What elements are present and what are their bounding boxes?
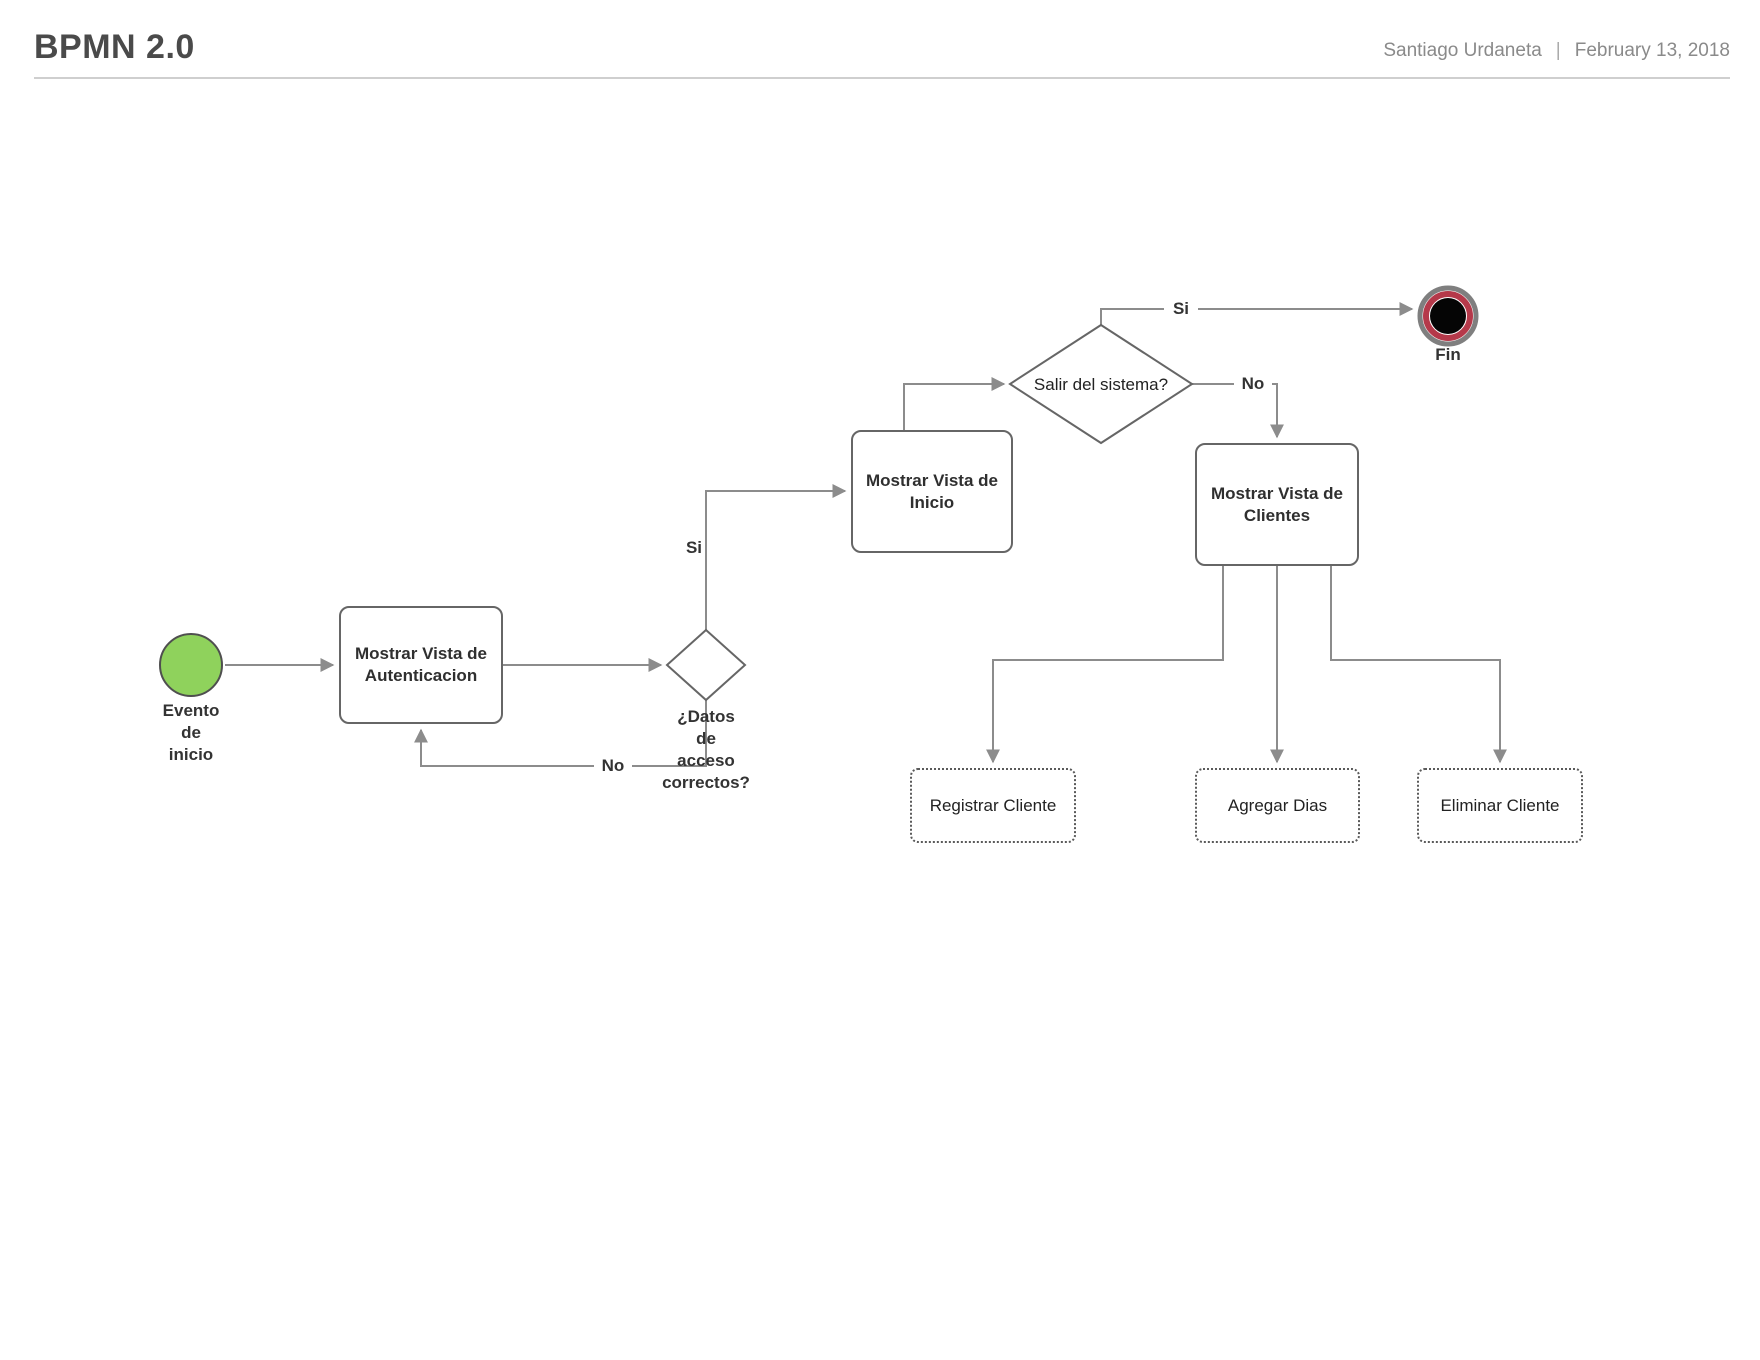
connector-datos-no-to-auth (414, 700, 707, 767)
edge-label-si-datos: Si (685, 538, 702, 557)
task-clientes-label: Mostrar Vista de Clientes (1211, 483, 1343, 525)
edge-label-no-datos: No (594, 755, 632, 777)
connector-clientes-to-eliminar (1330, 566, 1507, 764)
gateway-datos-line2: de (696, 729, 716, 748)
gateway-salir-shape (1008, 323, 1194, 445)
task-mostrar-vista-autenticacion: Mostrar Vista de Autenticacion (339, 606, 503, 724)
edge-label-no-salir: No (1234, 373, 1272, 395)
subtask-registrar-cliente: Registrar Cliente (910, 768, 1076, 843)
subtask-eliminar-label: Eliminar Cliente (1440, 796, 1560, 815)
task-auth-label: Mostrar Vista de Autenticacion (355, 644, 487, 685)
gateway-datos-line1: ¿Datos (677, 707, 735, 726)
subtask-registrar-label: Registrar Cliente (929, 796, 1057, 815)
end-red-ring (1423, 291, 1473, 341)
gateway-salir-label: Salir del sistema? (1033, 375, 1169, 394)
gateway-datos-label: ¿Datos de acceso correctos? (646, 706, 766, 794)
end-event-label: Fin (1435, 345, 1461, 364)
end-event-rings (1417, 285, 1479, 347)
connector-clientes-to-registrar (986, 566, 1224, 764)
end-event (1417, 285, 1479, 347)
start-event (159, 633, 223, 697)
page-title: BPMN 2.0 (34, 28, 195, 66)
subtask-agregar-dias: Agregar Dias (1195, 768, 1360, 843)
connector-inicio-to-gateway-salir (903, 377, 1006, 430)
edge-label-si-salir: Si (1164, 298, 1198, 320)
subtask-eliminar-cliente: Eliminar Cliente (1417, 768, 1583, 843)
start-label-line3: inicio (168, 745, 214, 764)
header-divider (34, 77, 1730, 79)
end-outer-ring (1417, 285, 1479, 347)
header-meta: Santiago Urdaneta | February 13, 2018 (1383, 40, 1730, 62)
author-name: Santiago Urdaneta (1383, 40, 1542, 61)
connector-datos-si-to-inicio (705, 484, 847, 630)
start-event-label: Evento de inicio (146, 700, 236, 766)
subtask-agregar-label: Agregar Dias (1227, 796, 1328, 815)
task-mostrar-vista-inicio: Mostrar Vista de Inicio (851, 430, 1013, 553)
connector-salir-no-to-clientes (1192, 383, 1284, 439)
gateway-datos-line3: acceso (677, 751, 735, 770)
connector-salir-si-to-fin (1100, 302, 1414, 325)
task-inicio-label: Mostrar Vista de Inicio (866, 470, 998, 512)
gateway-datos-shape (665, 628, 747, 702)
start-label-line1: Evento (162, 701, 220, 720)
header-separator: | (1555, 40, 1561, 61)
gateway-datos-line4: correctos? (662, 773, 750, 792)
date-text: February 13, 2018 (1574, 40, 1730, 61)
task-mostrar-vista-clientes: Mostrar Vista de Clientes (1195, 443, 1359, 566)
start-label-line2: de (181, 723, 201, 742)
end-core (1430, 298, 1466, 334)
